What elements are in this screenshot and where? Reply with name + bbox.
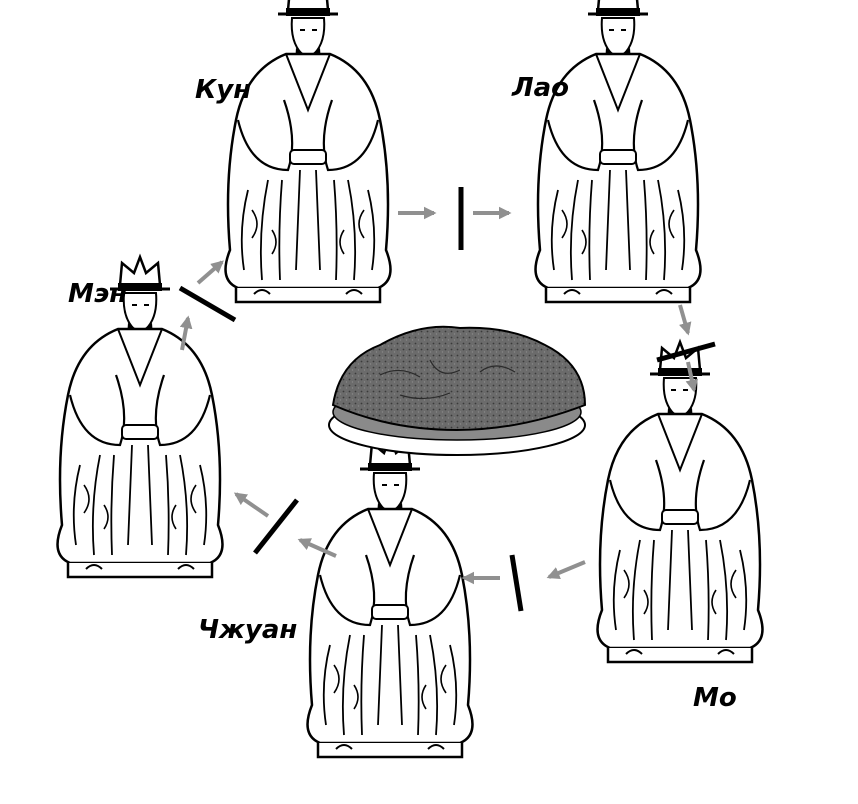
food-plate	[328, 325, 587, 456]
bar-lao-mo	[656, 341, 716, 363]
label-lao: Лао	[511, 73, 569, 103]
sage-zhuang	[306, 435, 474, 759]
sage-mo	[598, 342, 763, 662]
arrow-men-kun	[179, 260, 224, 351]
sage-kun	[224, 0, 392, 304]
label-men: Мэн	[68, 279, 127, 309]
arrow-zhuang-men	[233, 492, 337, 558]
label-kun: Кун	[195, 75, 251, 105]
label-mo: Мо	[693, 683, 737, 713]
arrow-lao-mo	[678, 304, 699, 393]
label-zhuang: Чжуан	[198, 615, 297, 645]
sage-lao	[536, 0, 701, 302]
bar-zhuang-men	[253, 498, 299, 555]
bar-men-kun	[178, 285, 237, 323]
bar-mo-zhuang	[509, 554, 524, 612]
arrow-mo-zhuang	[461, 560, 586, 585]
